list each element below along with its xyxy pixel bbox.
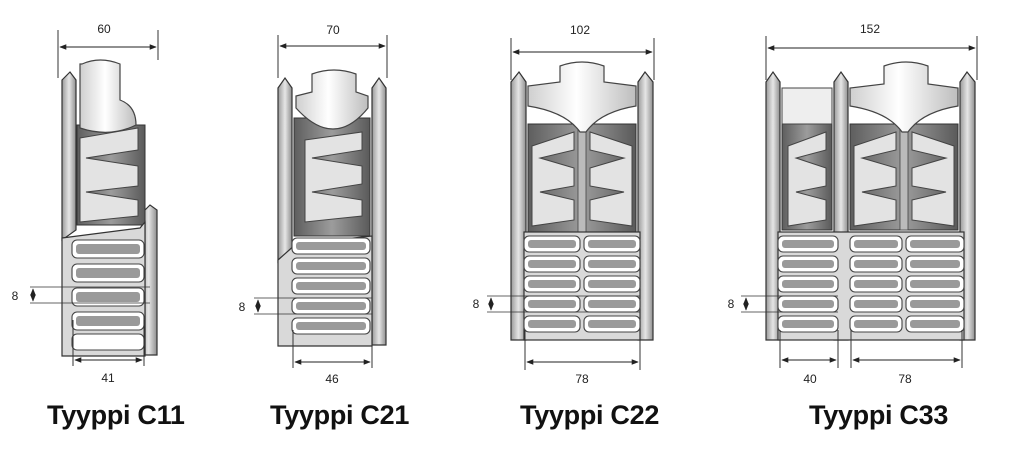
c21-pipe-connector	[295, 69, 369, 130]
c33-pipe-connector	[849, 61, 959, 133]
title-c11: Tyyppi C11	[47, 400, 185, 430]
radiator-c11: 60 8 41	[12, 22, 159, 385]
title-c33: Tyyppi C33	[809, 400, 949, 430]
c11-outer-shell	[61, 71, 77, 242]
c22-overall-width: 102	[570, 23, 590, 37]
c33-overall-width: 152	[860, 22, 880, 36]
c21-gap-label: 8	[239, 300, 246, 314]
radiator-c21: 70 8 46	[239, 23, 388, 386]
c33-gap-label: 8	[728, 297, 735, 311]
c22-gap-label: 8	[473, 297, 480, 311]
c33-side-width: 40	[803, 372, 817, 386]
title-c21: Tyyppi C21	[270, 400, 410, 430]
c11-gap-label: 8	[12, 289, 19, 303]
radiator-c22: 102 8 78	[473, 23, 655, 386]
c22-pipe-connector	[527, 61, 637, 133]
title-c22: Tyyppi C22	[520, 400, 660, 430]
c11-overall-width: 60	[97, 22, 111, 36]
c33-finned-width: 78	[898, 372, 912, 386]
c21-finned-width: 46	[325, 372, 339, 386]
c11-pipe-connector	[79, 59, 137, 133]
c11-finned-width: 41	[101, 371, 115, 385]
radiator-c33: 152 8	[728, 22, 978, 386]
c22-finned-width: 78	[575, 372, 589, 386]
c21-overall-width: 70	[326, 23, 340, 37]
